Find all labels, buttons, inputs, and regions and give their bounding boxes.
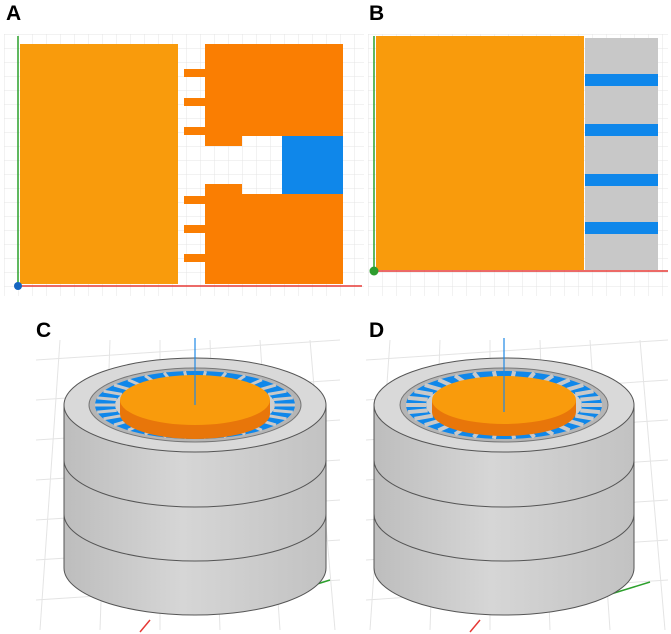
panel-a-coil (282, 136, 343, 194)
stator-slot-divider (574, 413, 594, 421)
stator-slot-divider (97, 396, 117, 402)
panel-a-upper-core (184, 44, 343, 146)
panel-d-cylinder-body (373, 404, 635, 616)
stator-slot-divider (566, 383, 584, 392)
stator-slot-divider (113, 383, 131, 392)
panel-label-d: D (369, 319, 385, 342)
panel-label-c: C (36, 319, 52, 342)
panel-d-axis-red (469, 619, 481, 633)
stator-slot-divider (103, 414, 123, 421)
panel-c-3d-model (35, 338, 341, 633)
panel-b-origin (369, 266, 379, 276)
panel-a-lower-core (184, 184, 343, 284)
stator-slot-divider (424, 383, 442, 392)
stator-slot-divider (97, 408, 117, 414)
panel-a-magnet-block (20, 44, 178, 284)
stator-slot-divider (574, 389, 594, 397)
panel-label-a: A (6, 2, 22, 25)
stator-slot-divider (414, 389, 434, 397)
stator-slot-divider (273, 396, 293, 402)
stator-slot-divider (580, 395, 601, 402)
panel-c-section-line-1 (63, 459, 327, 508)
panel-c-cylinder-body (63, 404, 327, 616)
stator-slot-divider (267, 389, 287, 396)
stator-slot-divider (273, 408, 293, 414)
panel-d-section-line-1 (373, 459, 635, 508)
panel-a-cross-section (4, 34, 364, 296)
panel-d-section-line-2 (373, 513, 635, 562)
panel-c-section-line-2 (63, 513, 327, 562)
panel-b-coil-1 (585, 74, 658, 86)
panel-b-coil-4 (585, 222, 658, 234)
stator-slot-divider (259, 383, 277, 392)
panel-b-stator (585, 38, 658, 270)
stator-slot-divider (580, 408, 601, 415)
panel-a-origin (14, 282, 22, 290)
panel-b-magnet-block (376, 36, 584, 270)
panel-d-3d-model (365, 338, 669, 633)
stator-slot-divider (267, 414, 287, 421)
panel-label-b: B (369, 2, 385, 25)
stator-slot-divider (414, 413, 434, 421)
panel-b-cross-section (368, 34, 668, 296)
panel-b-coil-3 (585, 174, 658, 186)
stator-slot-divider (407, 395, 428, 402)
panel-c-axis-red (139, 619, 151, 633)
panel-b-coil-2 (585, 124, 658, 136)
stator-slot-divider (407, 408, 428, 415)
stator-slot-divider (103, 389, 123, 396)
